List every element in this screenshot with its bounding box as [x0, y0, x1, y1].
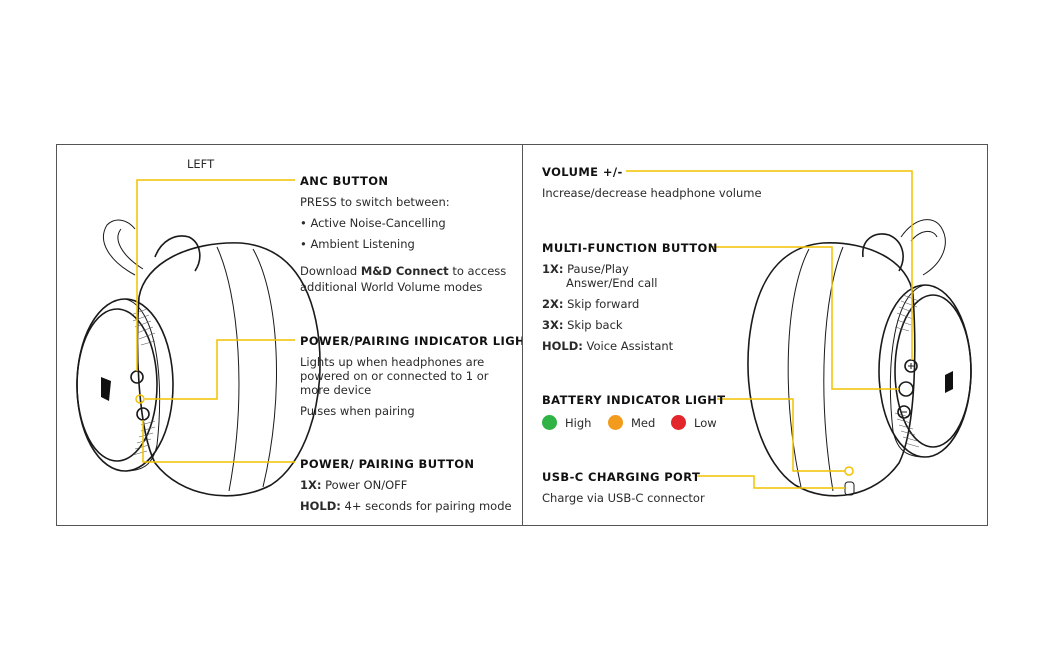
usbc-leader-line: [695, 475, 845, 489]
mfb-l1-val: Pause/Play: [563, 262, 629, 276]
anc-bullet2: • Ambient Listening: [300, 237, 415, 251]
power-line2: HOLD: 4+ seconds for pairing mode: [300, 499, 512, 513]
left-side-label: LEFT: [187, 157, 215, 171]
power-l1-key: 1X:: [300, 478, 322, 492]
volume-leader-line: [626, 170, 913, 360]
mfb-l3-key: 3X:: [542, 318, 564, 332]
multi-function-marker: [898, 381, 914, 397]
right-panel: VOLUME +/- Increase/decrease headphone v…: [522, 144, 988, 526]
usbc-title: USB-C CHARGING PORT: [542, 470, 701, 484]
mfb-l2-val: Skip forward: [563, 297, 640, 311]
power-l2-key: HOLD:: [300, 499, 341, 513]
anc-download-line: Download M&D Connect to access: [300, 264, 506, 278]
mfb-line3: 3X: Skip back: [542, 318, 623, 332]
indicator-line1: Lights up when headphones are: [300, 355, 485, 369]
battery-light-marker: [844, 466, 854, 476]
power-line1: 1X: Power ON/OFF: [300, 478, 407, 492]
power-button-title: POWER/ PAIRING BUTTON: [300, 457, 475, 471]
mfb-l3-val: Skip back: [563, 318, 623, 332]
usbc-desc: Charge via USB-C connector: [542, 491, 705, 505]
indicator-line4: Pulses when pairing: [300, 404, 415, 418]
download-post: to access: [448, 264, 507, 278]
volume-plus-marker: [904, 359, 918, 373]
multi-function-title: MULTI-FUNCTION BUTTON: [542, 241, 718, 255]
anc-line1: PRESS to switch between:: [300, 195, 450, 209]
battery-leader-line: [717, 398, 845, 472]
mfb-l4-key: HOLD:: [542, 339, 583, 353]
anc-leader-line: [136, 179, 295, 371]
battery-low-dot: [671, 415, 686, 430]
volume-desc: Increase/decrease headphone volume: [542, 186, 762, 200]
power-button-leader-line: [142, 420, 295, 463]
battery-title: BATTERY INDICATOR LIGHT: [542, 393, 726, 407]
mfb-l1-key: 1X:: [542, 262, 564, 276]
battery-high-dot: [542, 415, 557, 430]
mfb-line1-cont: Answer/End call: [566, 276, 658, 290]
anc-download-line2: additional World Volume modes: [300, 280, 483, 294]
anc-button-marker: [130, 370, 144, 384]
indicator-line2: powered on or connected to 1 or: [300, 369, 489, 383]
battery-low-label: Low: [694, 416, 717, 430]
anc-bullet1: • Active Noise-Cancelling: [300, 216, 446, 230]
indicator-light-title: POWER/PAIRING INDICATOR LIGHT: [300, 334, 534, 348]
battery-med-label: Med: [631, 416, 656, 430]
right-headphone-illustration: [626, 170, 972, 497]
mfb-line4: HOLD: Voice Assistant: [542, 339, 673, 353]
mfb-line2: 2X: Skip forward: [542, 297, 639, 311]
left-panel: LEFT ANC BUTTON PRESS to switch between:…: [56, 144, 533, 526]
battery-high-label: High: [565, 416, 592, 430]
indicator-light-marker: [135, 394, 145, 404]
power-l1-val: Power ON/OFF: [321, 478, 408, 492]
left-headphone-illustration: [76, 179, 321, 497]
battery-med-dot: [608, 415, 623, 430]
mfb-l4-val: Voice Assistant: [582, 339, 674, 353]
multi-function-leader-line: [709, 246, 899, 390]
mfb-l2-key: 2X:: [542, 297, 564, 311]
volume-minus-marker: [897, 405, 911, 419]
power-l2-val: 4+ seconds for pairing mode: [340, 499, 512, 513]
indicator-line3: more device: [300, 383, 372, 397]
mfb-line1: 1X: Pause/Play: [542, 262, 629, 276]
download-pre: Download: [300, 264, 361, 278]
md-connect-app-name: M&D Connect: [360, 264, 449, 278]
anc-button-title: ANC BUTTON: [300, 174, 389, 188]
indicator-leader-line: [145, 339, 295, 400]
volume-title: VOLUME +/-: [542, 165, 623, 179]
